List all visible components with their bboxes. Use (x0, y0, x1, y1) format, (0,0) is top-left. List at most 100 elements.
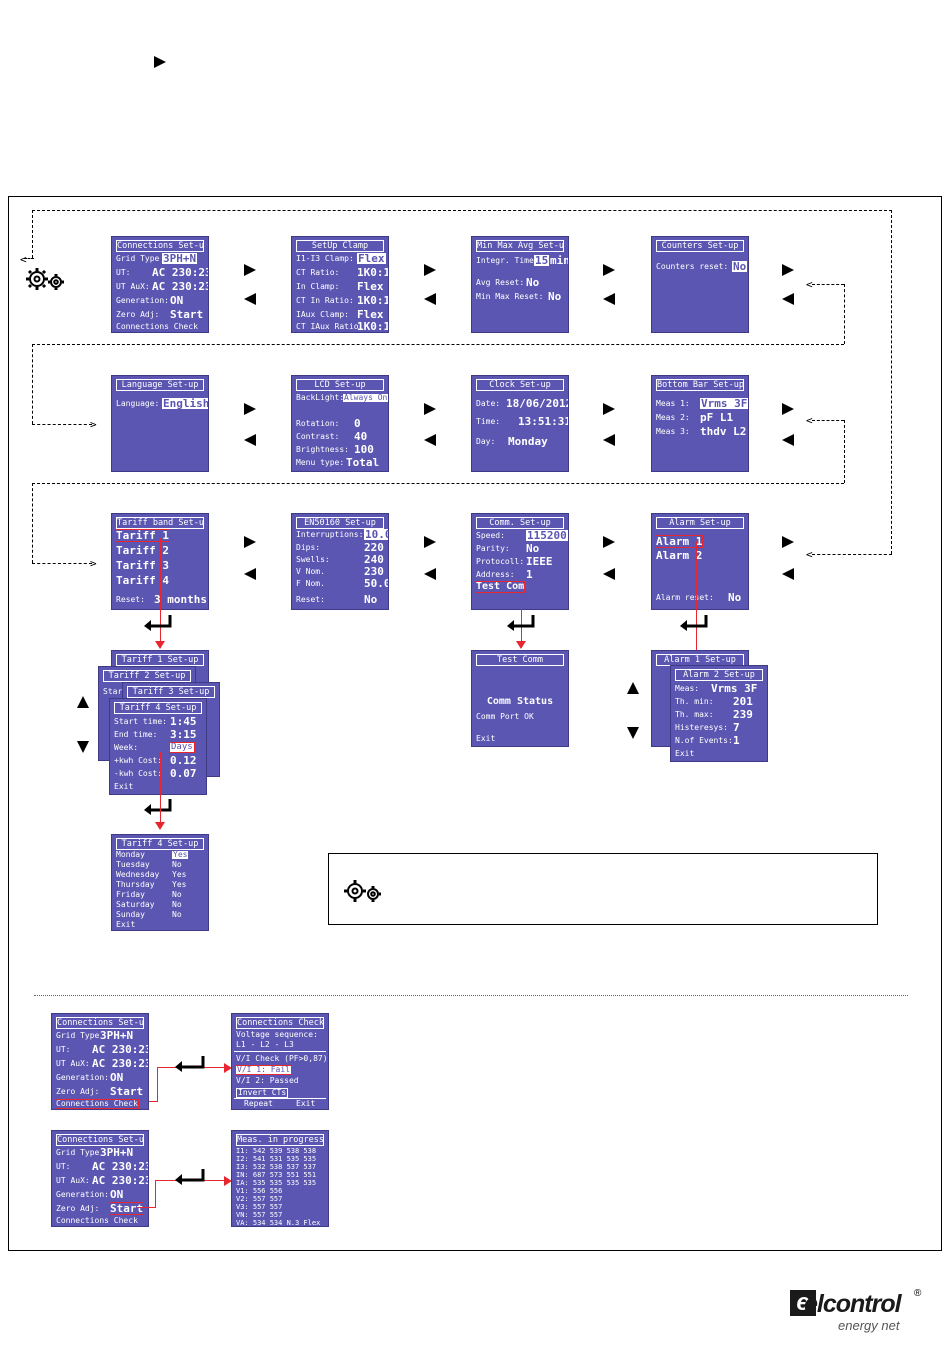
row-speed[interactable]: Speed:115200 (476, 529, 568, 542)
row-parity[interactable]: Parity:No (476, 542, 540, 555)
row-address[interactable]: Address:1 (476, 568, 533, 581)
row-minmax-reset[interactable]: Min Max Reset:No (476, 290, 562, 303)
next-arrow-icon[interactable] (782, 403, 794, 415)
row-counters-reset[interactable]: Counters reset:No (656, 260, 748, 273)
row-in-clamp[interactable]: In Clamp:Flex (296, 280, 384, 293)
row-meas-3[interactable]: Meas 3:thdv L2 (656, 425, 747, 438)
row-time[interactable]: Time:13:51:31 (476, 415, 569, 428)
row-backlight[interactable]: BackLight:Always On (296, 393, 388, 402)
prev-arrow-icon[interactable] (424, 293, 436, 305)
row-ct-iaux-ratio[interactable]: CT IAux Ratio:1K0:1 (296, 320, 389, 333)
prev-arrow-icon[interactable] (424, 568, 436, 580)
row-reset[interactable]: Reset:3 months (116, 593, 207, 606)
row-interruptions[interactable]: Interruptions:10.0 (296, 529, 388, 541)
prev-arrow-icon[interactable] (782, 568, 794, 580)
row-ut-aux[interactable]: UT AuX:AC 230:230 (116, 280, 208, 293)
row-dips[interactable]: Dips:220 (296, 541, 384, 554)
row-week[interactable]: Week:Days (114, 742, 195, 753)
down-arrow-icon[interactable] (627, 727, 639, 739)
row-contrast[interactable]: Contrast:40 (296, 430, 368, 443)
row-day[interactable]: Day:Monday (476, 435, 548, 448)
row-zero-adj[interactable]: Zero Adj:Start (56, 1202, 145, 1215)
next-arrow-icon[interactable] (603, 403, 615, 415)
row-clamp[interactable]: I1-I3 Clamp:Flex (296, 252, 386, 265)
row-protocol[interactable]: Protocoll:IEEE (476, 555, 553, 568)
row-reset[interactable]: Reset:No (296, 593, 378, 606)
row-ut[interactable]: UT:AC 230:230 (116, 266, 208, 279)
row-exit[interactable]: Exit (114, 782, 134, 791)
row-ut-aux[interactable]: UT AuX:AC 230:230 (56, 1057, 148, 1070)
row-exit[interactable]: Exit (116, 920, 136, 929)
row-tariff-3[interactable]: Tariff 3 (116, 559, 169, 572)
row-ut[interactable]: UT:AC 230:230 (56, 1043, 148, 1056)
row-language[interactable]: Language:English (116, 397, 209, 410)
up-arrow-icon[interactable] (627, 682, 639, 694)
prev-arrow-icon[interactable] (603, 293, 615, 305)
row-exit[interactable]: Exit (675, 749, 695, 758)
row-th-min[interactable]: Th. min:201 (675, 695, 753, 708)
row-end-time[interactable]: End time:3:15 (114, 728, 197, 741)
down-arrow-icon[interactable] (77, 741, 89, 753)
next-arrow-icon[interactable] (603, 536, 615, 548)
prev-arrow-icon[interactable] (244, 434, 256, 446)
row-zero-adj[interactable]: Zero Adj:Start (56, 1085, 144, 1098)
prev-arrow-icon[interactable] (244, 568, 256, 580)
row-avg-reset[interactable]: Avg Reset:No (476, 276, 540, 289)
row-f-nom[interactable]: F Nom.50.0 (296, 577, 389, 590)
row-swells[interactable]: Swells:240 (296, 553, 384, 566)
row-ut-aux[interactable]: UT AuX:AC 230:230 (56, 1174, 148, 1187)
row-ct-in-ratio[interactable]: CT In Ratio:1K0:1 (296, 294, 389, 307)
up-arrow-icon[interactable] (77, 696, 89, 708)
prev-arrow-icon[interactable] (782, 434, 794, 446)
next-arrow-icon[interactable] (244, 264, 256, 276)
exit-button[interactable]: Exit (296, 1099, 316, 1108)
row-connections-check[interactable]: Connections Check (56, 1216, 138, 1225)
prev-arrow-icon[interactable] (244, 293, 256, 305)
row-tariff-1[interactable]: Tariff 1 (115, 529, 170, 542)
row-minus-kwh-cost[interactable]: -kwh Cost:0.07 (114, 767, 197, 780)
row-zero-adj[interactable]: Zero Adj:Start (116, 308, 204, 321)
prev-arrow-icon[interactable] (782, 293, 794, 305)
next-arrow-icon[interactable] (424, 264, 436, 276)
row-ct-ratio[interactable]: CT Ratio:1K0:1 (296, 266, 389, 279)
next-arrow-icon[interactable] (603, 264, 615, 276)
row-alarm-1[interactable]: Alarm 1 (654, 535, 704, 548)
row-connections-check[interactable]: Connections Check (116, 322, 198, 331)
row-alarm-2[interactable]: Alarm 2 (656, 549, 703, 562)
row-alarm-reset[interactable]: Alarm reset:No (656, 591, 742, 604)
row-meas-2[interactable]: Meas 2:pF L1 (656, 411, 734, 424)
row-generation[interactable]: Generation:ON (56, 1188, 124, 1201)
row-tariff-2[interactable]: Tariff 2 (116, 544, 169, 557)
prev-arrow-icon[interactable] (424, 434, 436, 446)
next-arrow-icon[interactable] (244, 403, 256, 415)
prev-arrow-icon[interactable] (603, 434, 615, 446)
row-plus-kwh-cost[interactable]: +kwh Cost:0.12 (114, 754, 197, 767)
row-iaux-clamp[interactable]: IAux Clamp:Flex (296, 308, 384, 321)
row-v-nom[interactable]: V Nom.230 (296, 565, 384, 578)
next-arrow-icon[interactable] (424, 536, 436, 548)
row-generation[interactable]: Generation:ON (116, 294, 184, 307)
row-menu-type[interactable]: Menu type:Total (296, 456, 380, 469)
row-connections-check[interactable]: Connections Check (55, 1099, 139, 1109)
next-arrow-icon[interactable] (782, 536, 794, 548)
row-meas[interactable]: Meas:Vrms 3F (675, 682, 758, 695)
row-histeresys[interactable]: Histeresys:7 (675, 721, 740, 734)
repeat-button[interactable]: Repeat (244, 1099, 273, 1108)
row-th-max[interactable]: Th. max:239 (675, 708, 753, 721)
row-meas-1[interactable]: Meas 1:Vrms 3F (656, 397, 748, 410)
row-date[interactable]: Date:18/06/2012 (476, 397, 569, 410)
row-tariff-4[interactable]: Tariff 4 (116, 574, 169, 587)
row-brightness[interactable]: Brightness:100 (296, 443, 374, 456)
row-rotation[interactable]: Rotation:0 (296, 417, 361, 430)
